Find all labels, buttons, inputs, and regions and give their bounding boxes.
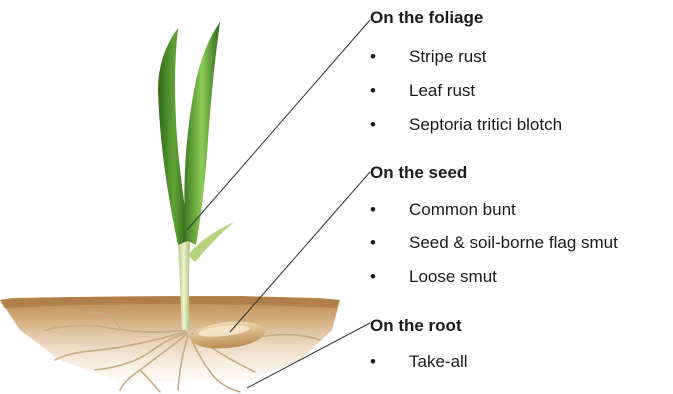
bullet-icon: • (370, 115, 380, 135)
section-title-seed: On the seed (370, 163, 467, 183)
disease-label: Leaf rust (409, 81, 475, 101)
disease-label: Stripe rust (409, 47, 486, 67)
disease-label: Loose smut (409, 267, 497, 287)
bullet-icon: • (370, 200, 380, 220)
disease-label: Septoria tritici blotch (409, 115, 562, 135)
bullet-icon: • (370, 233, 380, 253)
disease-label: Seed & soil-borne flag smut (409, 233, 618, 253)
bullet-icon: • (370, 352, 380, 372)
disease-label: Common bunt (409, 200, 516, 220)
disease-label: Take-all (409, 352, 468, 372)
section-title-foliage: On the foliage (370, 8, 483, 28)
section-title-root: On the root (370, 316, 462, 336)
bullet-icon: • (370, 267, 380, 287)
leaf-right (184, 22, 220, 245)
bullet-icon: • (370, 47, 380, 67)
bullet-icon: • (370, 81, 380, 101)
